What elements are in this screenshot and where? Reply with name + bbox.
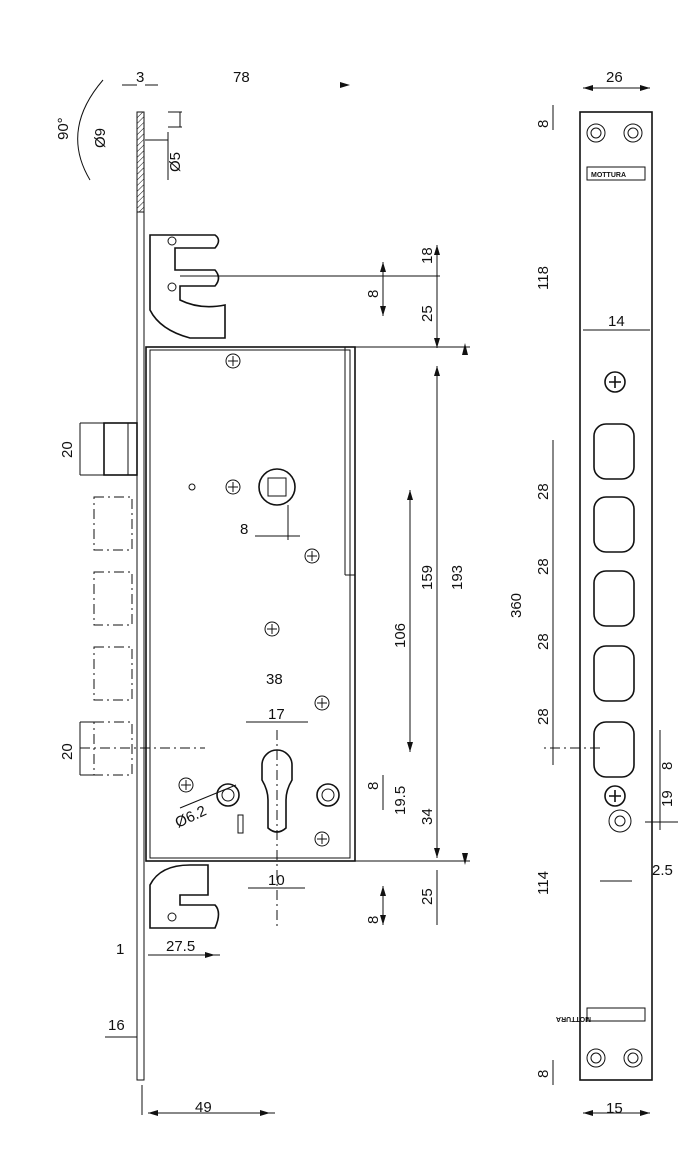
dim-8-mid: 8	[365, 782, 382, 790]
screw	[225, 479, 241, 495]
dim-193: 193	[449, 565, 466, 590]
mount-hole	[623, 123, 643, 143]
dim-15: 15	[606, 1100, 623, 1117]
hole-62-inner	[221, 788, 235, 802]
dim-10: 10	[268, 872, 285, 889]
hole-right-inner	[321, 788, 335, 802]
top-hook-bolt	[149, 234, 226, 339]
dim-diameter-9: Ø9	[92, 128, 109, 148]
dim-25-top: 25	[419, 305, 436, 322]
follower-hub	[258, 468, 296, 506]
dim-27-5: 27.5	[166, 938, 195, 955]
screw	[225, 353, 241, 369]
mount-hole	[586, 123, 606, 143]
dim-26: 26	[606, 69, 623, 86]
hole-right	[316, 783, 340, 807]
dim-diameter-6-2: Ø6.2	[173, 802, 210, 831]
dim-8-right: 8	[659, 762, 676, 770]
brand-tag-bottom	[586, 1007, 646, 1022]
square-follower	[267, 477, 287, 497]
angle-90: 90°	[55, 117, 72, 140]
dim-28-b: 28	[535, 558, 552, 575]
plate-hole	[608, 809, 632, 833]
bolt-opening-4	[593, 645, 635, 702]
plate-screw	[604, 785, 626, 807]
dim-28-d: 28	[535, 708, 552, 725]
dim-28-a: 28	[535, 483, 552, 500]
hook-hole	[167, 236, 177, 246]
dim-16: 16	[108, 1017, 125, 1034]
bolt-opening-3	[593, 570, 635, 627]
bolt-opening-2	[593, 496, 635, 553]
dim-360: 360	[508, 593, 525, 618]
slot	[237, 814, 244, 834]
dim-159: 159	[419, 565, 436, 590]
dim-78: 78	[233, 69, 250, 86]
dim-49: 49	[195, 1099, 212, 1116]
plate-screw	[604, 371, 626, 393]
deadbolt-2	[93, 571, 133, 626]
lock-case-inner	[149, 349, 351, 859]
lock-case	[145, 346, 356, 862]
bottom-hook-bolt	[149, 864, 220, 929]
dim-19: 19	[659, 790, 676, 807]
screw	[314, 695, 330, 711]
dim-diameter-5: Ø5	[167, 152, 184, 172]
screw	[178, 777, 194, 793]
bolt-opening-5	[593, 721, 635, 778]
screw	[304, 548, 320, 564]
dim-34: 34	[419, 808, 436, 825]
brand-tag-top	[586, 166, 646, 181]
dim-14: 14	[608, 313, 625, 330]
dim-25-bottom: 25	[419, 888, 436, 905]
dim-8-bottom: 8	[365, 916, 382, 924]
deadbolt-3	[93, 646, 133, 701]
dim-3: 3	[136, 69, 144, 86]
deadbolt-1	[93, 496, 133, 551]
hook-hole	[167, 912, 177, 922]
faceplate	[579, 111, 653, 1081]
dim-38: 38	[266, 671, 283, 688]
dim-20-bottom: 20	[59, 743, 76, 760]
dim-19-5: 19.5	[392, 786, 409, 815]
hole-62	[216, 783, 240, 807]
faceplate-front-view: MOTTURA MOTTURA	[552, 85, 678, 1116]
latch-bolt	[103, 422, 138, 476]
faceplate-hatch	[136, 111, 145, 213]
dim-28-c: 28	[535, 633, 552, 650]
lock-side-view	[77, 79, 600, 1116]
brand-label-bottom: MOTTURA	[556, 1015, 591, 1022]
dim-8-plate-top: 8	[535, 120, 552, 128]
brand-label-top: MOTTURA	[591, 172, 626, 179]
dim-106: 106	[392, 623, 409, 648]
dim-8-top: 8	[365, 290, 382, 298]
dim-20-top: 20	[59, 441, 76, 458]
screw	[314, 831, 330, 847]
dim-2-5: 2.5	[652, 862, 673, 879]
mount-hole	[586, 1048, 606, 1068]
dim-square-8: 8	[240, 521, 248, 538]
dim-1: 1	[116, 941, 124, 958]
dim-118: 118	[535, 266, 552, 290]
dim-17: 17	[268, 706, 285, 723]
dim-18: 18	[419, 247, 436, 264]
dim-114: 114	[535, 871, 552, 895]
faceplate-strip	[136, 111, 145, 1081]
hook-hole	[167, 282, 177, 292]
screw	[264, 621, 280, 637]
bolt-opening-1	[593, 423, 635, 480]
mount-hole	[623, 1048, 643, 1068]
dim-8-plate-bottom: 8	[535, 1070, 552, 1078]
small-hole	[188, 483, 196, 491]
